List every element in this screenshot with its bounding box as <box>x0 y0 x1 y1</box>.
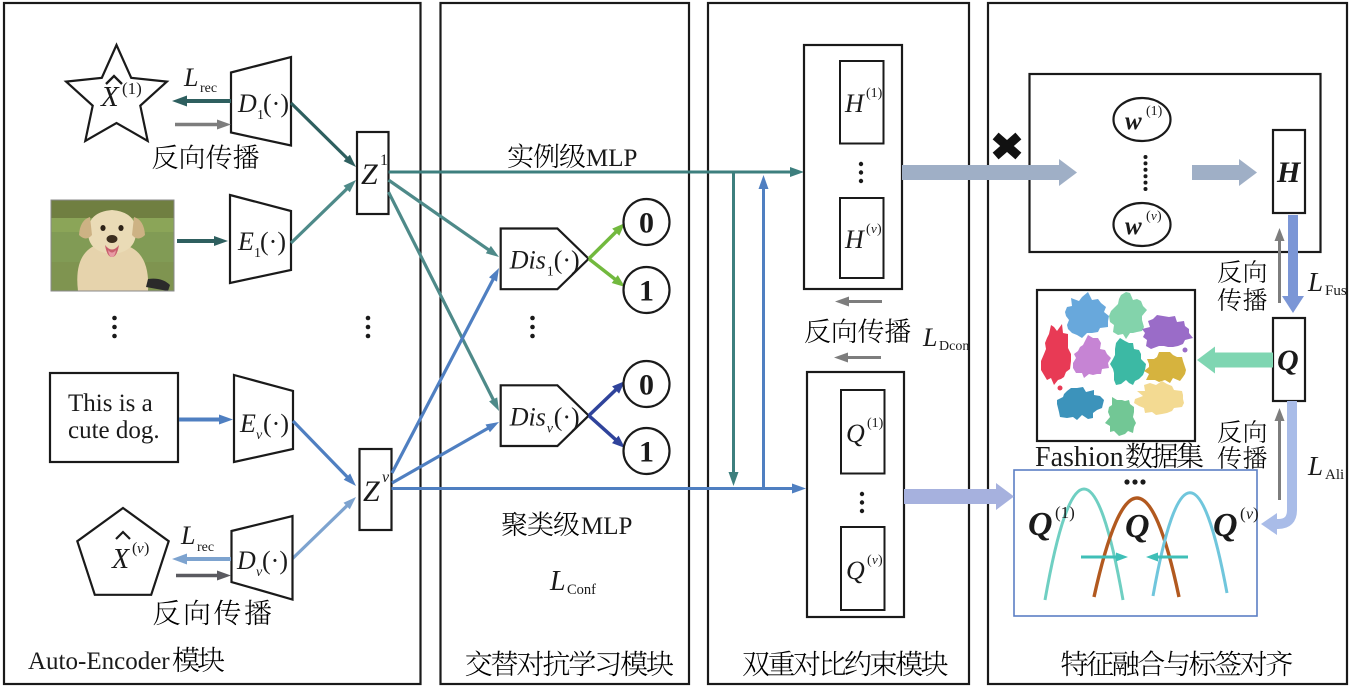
svg-text:(·): (·) <box>263 409 289 438</box>
svg-text:Dis: Dis <box>509 402 546 431</box>
svg-text:Q: Q <box>1028 506 1053 543</box>
svg-text:): ) <box>877 222 882 237</box>
svg-text:): ) <box>1253 504 1259 523</box>
svg-text:Q: Q <box>1213 507 1238 544</box>
svg-text:(1): (1) <box>1146 104 1163 119</box>
svg-text:(: ( <box>1240 504 1246 523</box>
svg-text:(: ( <box>866 222 871 237</box>
svg-text:v: v <box>547 421 554 436</box>
svg-text:Q: Q <box>1125 508 1150 545</box>
svg-text:Z: Z <box>363 475 380 508</box>
svg-text:MLP: MLP <box>586 145 637 172</box>
svg-text:0: 0 <box>639 207 654 240</box>
svg-text:X: X <box>111 544 130 575</box>
svg-text:L: L <box>549 566 566 597</box>
svg-text:1: 1 <box>257 108 264 123</box>
svg-text:L: L <box>180 521 195 550</box>
svg-text:v: v <box>382 469 390 486</box>
svg-text:(·): (·) <box>554 246 580 275</box>
svg-text:v: v <box>1151 208 1157 223</box>
svg-text:(: ( <box>867 553 872 568</box>
svg-text:(: ( <box>1146 209 1151 224</box>
svg-text:v: v <box>256 565 263 580</box>
svg-text:v: v <box>137 541 144 557</box>
svg-text:(·): (·) <box>263 89 289 118</box>
svg-text:v: v <box>872 552 878 567</box>
svg-text:v: v <box>1246 506 1254 523</box>
svg-text:Fashion: Fashion <box>1035 442 1124 473</box>
svg-text:rec: rec <box>200 81 217 96</box>
svg-text:v: v <box>256 428 263 443</box>
svg-text:L: L <box>1307 267 1323 297</box>
svg-text:D: D <box>236 546 256 575</box>
svg-text:D: D <box>237 89 257 118</box>
svg-text:): ) <box>878 553 883 568</box>
svg-text:): ) <box>1157 209 1162 224</box>
svg-text:Conf: Conf <box>567 582 596 598</box>
svg-text:(1): (1) <box>1055 503 1075 522</box>
svg-text:Auto-Encoder: Auto-Encoder <box>28 648 170 675</box>
svg-text:1: 1 <box>547 265 554 280</box>
svg-text:E: E <box>239 409 256 438</box>
svg-text:L: L <box>922 323 937 352</box>
svg-text:(1): (1) <box>867 416 884 431</box>
svg-text:w: w <box>1125 108 1142 135</box>
svg-text:w: w <box>1125 213 1142 240</box>
svg-text:cute dog.: cute dog. <box>68 417 160 444</box>
svg-text:Ali: Ali <box>1325 467 1344 483</box>
svg-text:(·): (·) <box>260 227 286 256</box>
svg-text:(·): (·) <box>554 402 580 431</box>
svg-text:MLP: MLP <box>581 513 632 540</box>
svg-text:Dcon: Dcon <box>939 339 969 354</box>
svg-text:(·): (·) <box>262 546 288 575</box>
svg-text:X: X <box>100 81 120 113</box>
svg-text:0: 0 <box>639 369 654 402</box>
svg-text:(1): (1) <box>866 86 883 101</box>
svg-text:Q: Q <box>846 556 865 585</box>
svg-text:1: 1 <box>380 152 388 169</box>
svg-text:1: 1 <box>254 246 261 261</box>
svg-text:L: L <box>1307 451 1323 481</box>
svg-text:(: ( <box>132 540 137 557</box>
svg-text:Dis: Dis <box>509 246 546 275</box>
svg-text:rec: rec <box>197 540 214 555</box>
svg-text:1: 1 <box>639 436 654 469</box>
svg-text:Z: Z <box>361 158 378 191</box>
svg-text:L: L <box>183 63 198 92</box>
svg-text:H: H <box>1276 156 1302 189</box>
svg-text:(1): (1) <box>122 79 142 98</box>
svg-text:Fus: Fus <box>1325 283 1347 299</box>
svg-text:v: v <box>871 221 877 236</box>
svg-text:): ) <box>144 540 149 557</box>
svg-text:1: 1 <box>639 275 654 308</box>
svg-text:H: H <box>844 89 865 118</box>
svg-text:E: E <box>237 227 254 256</box>
svg-text:This is a: This is a <box>68 390 153 417</box>
svg-text:Q: Q <box>1277 344 1299 377</box>
svg-text:Q: Q <box>846 419 865 448</box>
svg-text:H: H <box>844 225 865 254</box>
